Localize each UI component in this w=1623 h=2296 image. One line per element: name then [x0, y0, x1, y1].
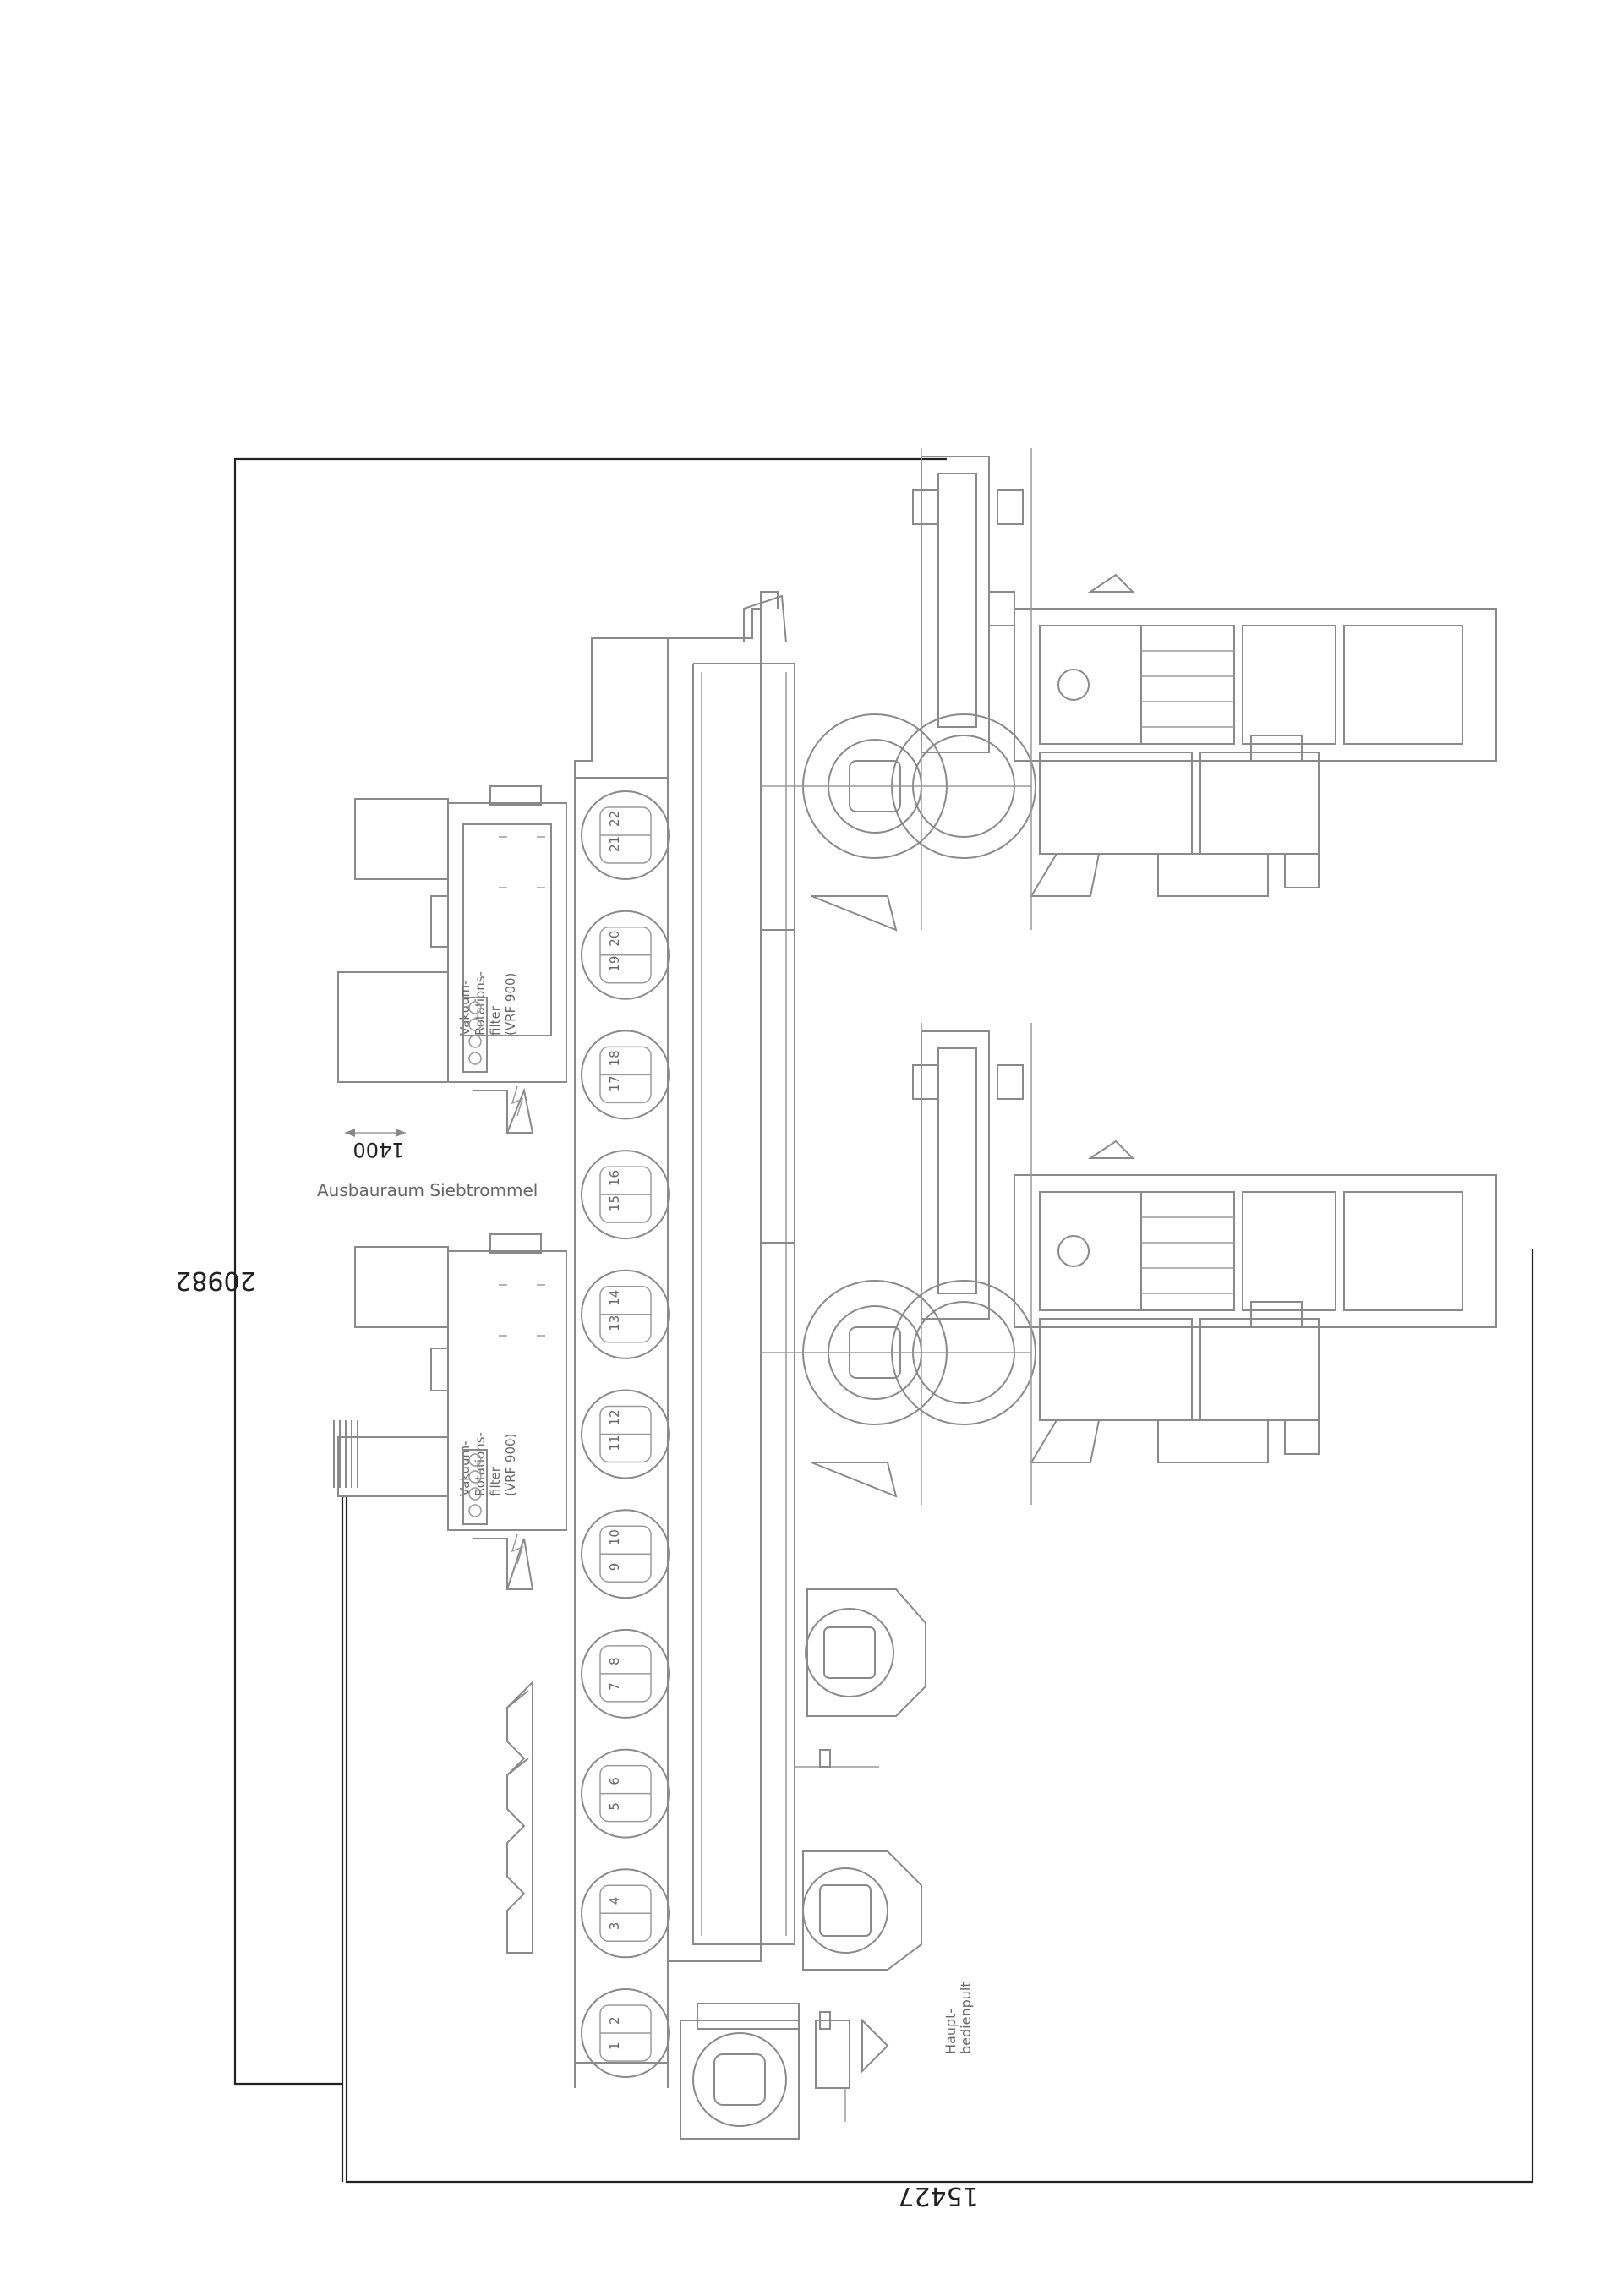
- vacuum-filter-bottom: Vakuum- Rotations- filter (VRF 900): [333, 1233, 567, 1590]
- svg-text:(VRF 900): (VRF 900): [503, 973, 518, 1036]
- process-line-lower: [761, 1023, 1497, 1505]
- svg-text:Vakuum-: Vakuum-: [457, 980, 473, 1036]
- svg-text:(VRF 900): (VRF 900): [503, 1434, 518, 1496]
- station-number: 22: [607, 811, 622, 827]
- station-number: 16: [607, 1170, 622, 1186]
- station-number: 14: [607, 1290, 622, 1306]
- station-ring: [581, 1868, 670, 1959]
- station-ring: [581, 1748, 670, 1839]
- vent-fins: [333, 1420, 358, 1488]
- station-ring: [581, 1030, 670, 1120]
- svg-text:Rotations-: Rotations-: [473, 1432, 488, 1496]
- station-number: 18: [607, 1050, 622, 1066]
- left-hoppers: [506, 1680, 533, 1954]
- filter-top-label: Vakuum- Rotations- filter (VRF 900): [457, 971, 518, 1036]
- station: 9 10: [581, 1509, 670, 1599]
- station-ring: [581, 1509, 670, 1599]
- station-number: 8: [607, 1657, 622, 1665]
- station-ring: [581, 1269, 670, 1359]
- station-number: 2: [607, 2016, 622, 2025]
- station-number: 3: [607, 1922, 622, 1931]
- station: 13 14: [581, 1269, 670, 1359]
- station-number: 4: [607, 1897, 622, 1905]
- station-ring: [581, 1150, 670, 1240]
- station-frame: [574, 777, 669, 2088]
- station-ring: [581, 910, 670, 1000]
- station-number: 21: [607, 836, 622, 852]
- main-drum: [680, 2003, 800, 2140]
- removal-area-label: Ausbauraum Siebtrommel: [317, 1180, 538, 1200]
- building-outline: [233, 457, 1534, 2184]
- dimension-clearance: 1400: [352, 1138, 404, 1162]
- trough-extension: [761, 929, 795, 1244]
- process-line-upper: [761, 448, 1497, 932]
- svg-text:Rotations-: Rotations-: [473, 971, 488, 1036]
- station-number: 7: [607, 1682, 622, 1691]
- central-trough: [574, 591, 795, 2064]
- station-number: 1: [607, 2042, 622, 2050]
- vacuum-filter-top: Vakuum- Rotations- filter (VRF 900): [337, 785, 567, 1134]
- station-ring: [581, 790, 670, 880]
- station-number: 9: [607, 1563, 622, 1572]
- station: 34: [581, 1868, 670, 1959]
- station-number: 5: [607, 1802, 622, 1811]
- filter-top-connectors: [462, 997, 488, 1073]
- station: 11 12: [581, 1389, 670, 1479]
- station-ring: [581, 1988, 670, 2078]
- station-number: 15: [607, 1195, 622, 1211]
- dimension-total-width: 20982: [175, 1266, 255, 1295]
- station: 56: [581, 1748, 670, 1839]
- station-number: 19: [607, 956, 622, 972]
- svg-text:Haupt-: Haupt-: [943, 2009, 959, 2054]
- station-number: 17: [607, 1075, 622, 1091]
- station-ring: [581, 1628, 670, 1719]
- svg-text:filter: filter: [488, 1005, 503, 1036]
- filter-bottom-label: Vakuum- Rotations- filter (VRF 900): [457, 1432, 518, 1496]
- round-tanks: [795, 1588, 926, 2030]
- station: 78: [581, 1628, 670, 1719]
- svg-text:bedienpult: bedienpult: [958, 1982, 974, 2054]
- station-number: 20: [607, 931, 622, 947]
- control-panel: Haupt- bedienpult: [815, 1982, 974, 2122]
- station-number: 6: [607, 1777, 622, 1785]
- station-number: 12: [607, 1409, 622, 1425]
- station-number: 11: [607, 1435, 622, 1451]
- dimension-total-depth: 15427: [898, 2181, 978, 2211]
- station: 12: [581, 1988, 670, 2078]
- station-number: 13: [607, 1315, 622, 1331]
- svg-text:Vakuum-: Vakuum-: [457, 1440, 473, 1496]
- clearance-dimension: 1400: [345, 1129, 406, 1162]
- station-number: 10: [607, 1529, 622, 1545]
- station-ring: [581, 1389, 670, 1479]
- station: 21 22: [581, 790, 670, 880]
- filter-bottom-connectors: [462, 1449, 488, 1525]
- svg-text:filter: filter: [488, 1466, 503, 1496]
